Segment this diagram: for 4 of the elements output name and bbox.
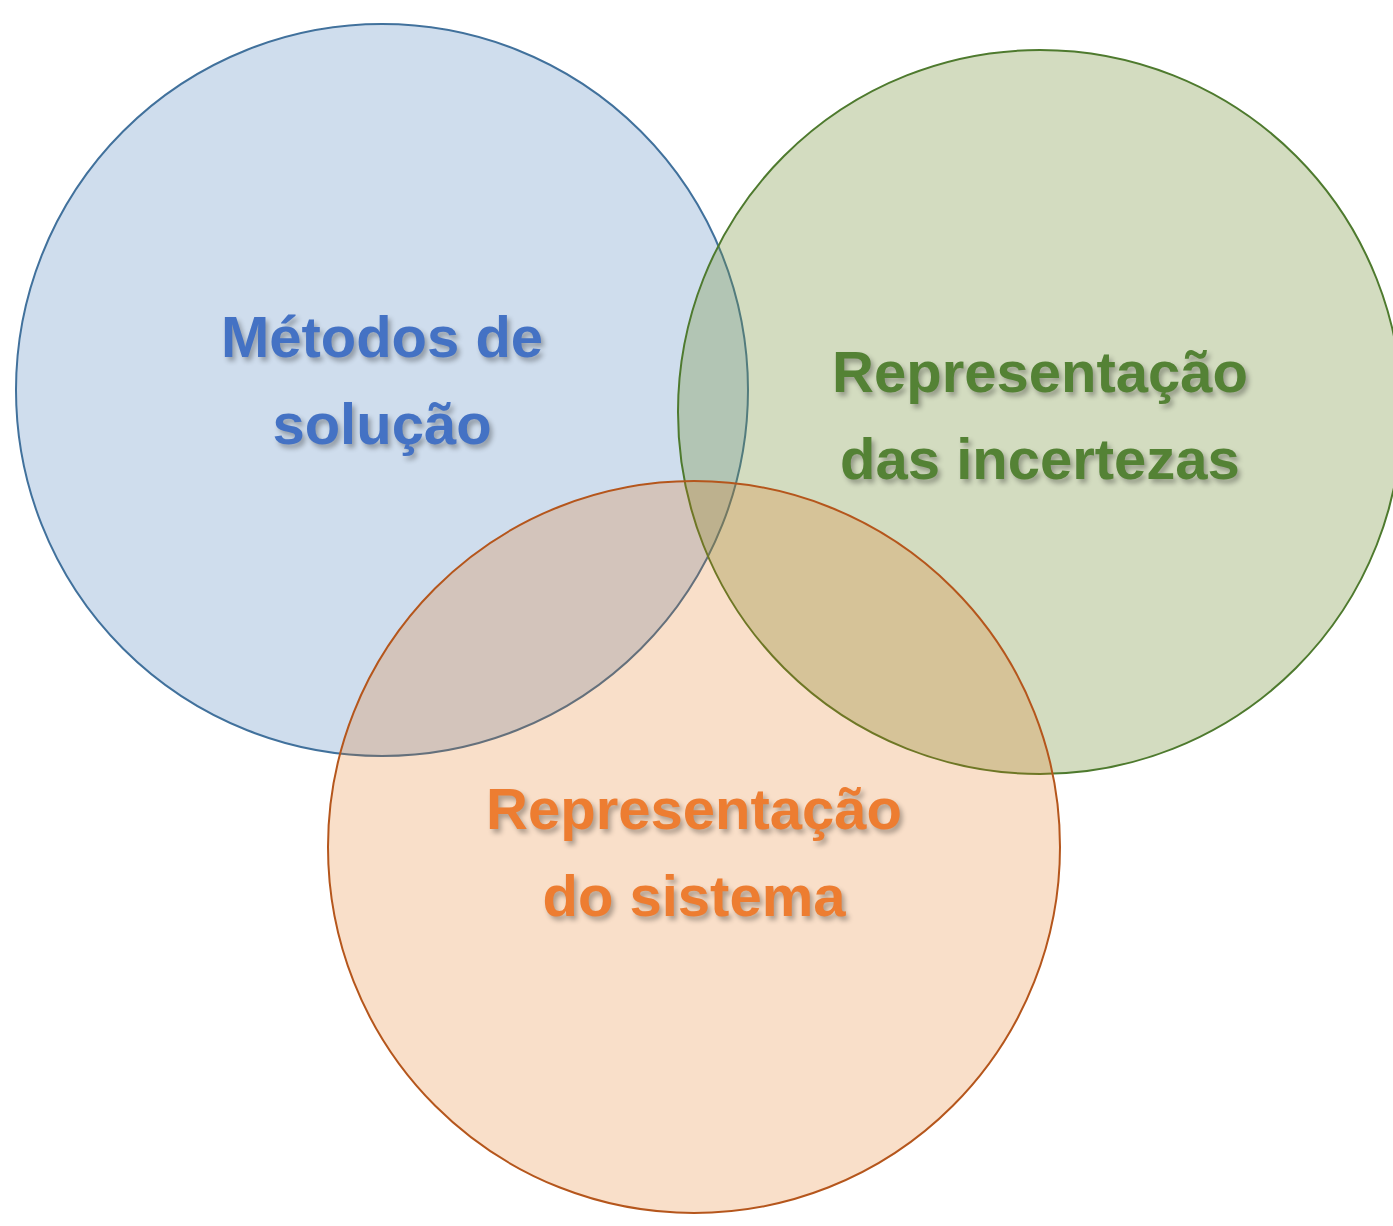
venn-circle [327,480,1061,1214]
set-label: Métodos de solução [219,303,545,458]
set-label: Representação das incertezas [831,338,1249,493]
set-label: Representação do sistema [485,775,903,930]
